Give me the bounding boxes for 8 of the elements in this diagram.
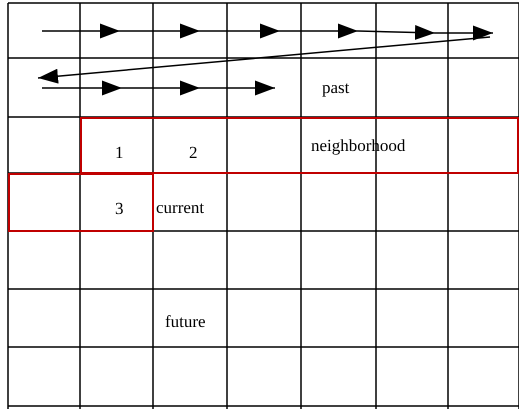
region-outline <box>8 173 154 232</box>
region-label: past <box>322 78 350 98</box>
region-label: future <box>165 312 206 332</box>
cell-number: 1 <box>115 143 124 163</box>
cell-number: 2 <box>189 143 198 163</box>
region-label: current <box>156 198 204 218</box>
neighborhood-outline <box>80 117 519 174</box>
cell-number: 3 <box>115 199 124 219</box>
